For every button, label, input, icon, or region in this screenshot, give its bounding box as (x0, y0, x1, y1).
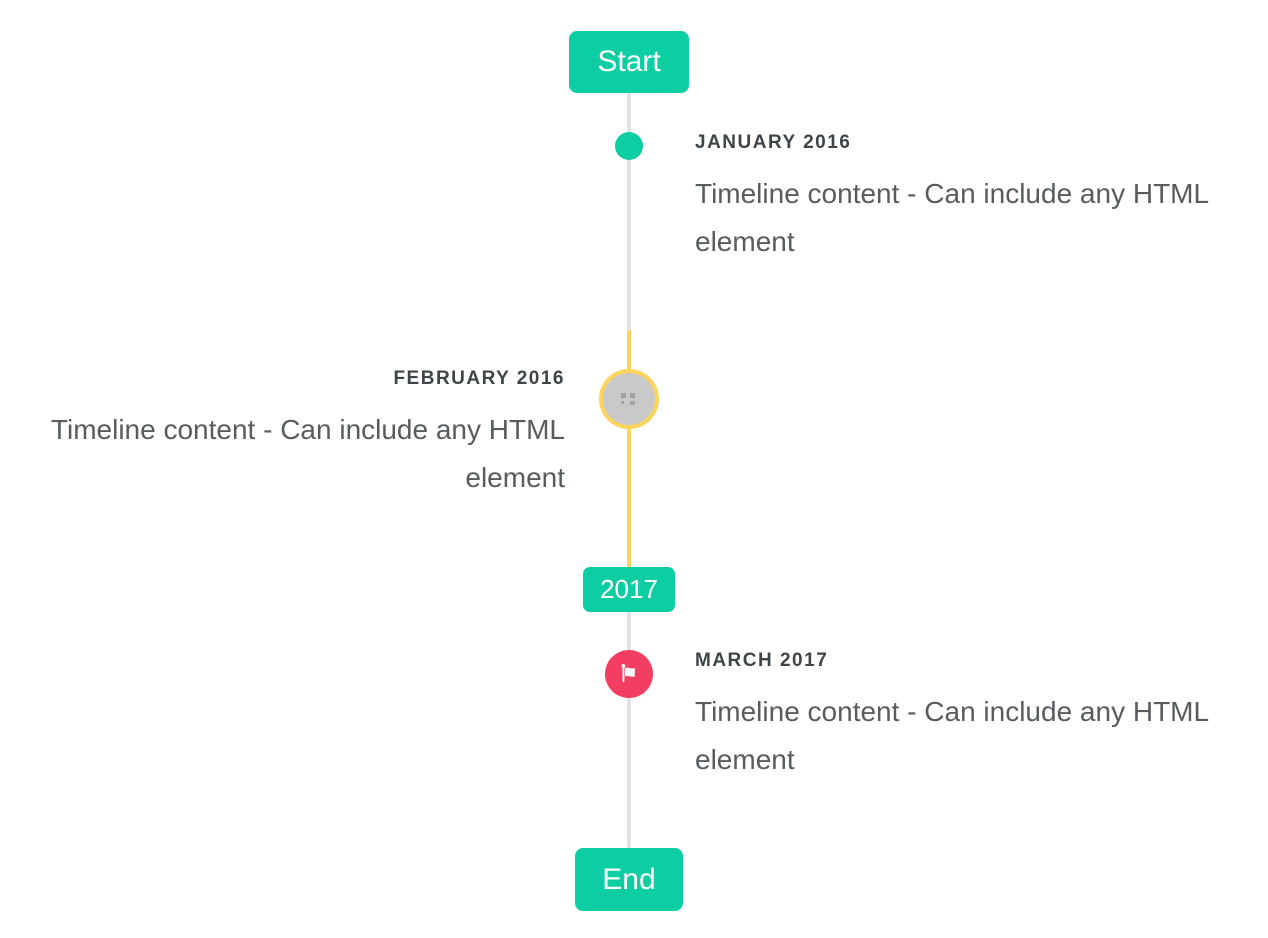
entry-content: Timeline content - Can include any HTML … (50, 414, 565, 493)
start-button[interactable]: Start (569, 31, 689, 93)
timeline-entry-february-2016: FEBRUARY 2016 Timeline content - Can inc… (35, 369, 565, 502)
timeline-dot-marker (615, 132, 643, 160)
timeline-entry-january-2016: JANUARY 2016 Timeline content - Can incl… (695, 133, 1225, 266)
flag-icon (621, 664, 635, 682)
flag-marker (605, 650, 653, 698)
year-badge: 2017 (583, 567, 675, 612)
entry-content: Timeline content - Can include any HTML … (695, 178, 1209, 257)
timeline-entry-march-2017: MARCH 2017 Timeline content - Can includ… (695, 651, 1225, 784)
entry-date: FEBRUARY 2016 (393, 368, 565, 389)
entry-date: MARCH 2017 (695, 650, 829, 671)
timeline-line-highlight (627, 330, 631, 567)
end-button[interactable]: End (575, 848, 683, 911)
entry-content: Timeline content - Can include any HTML … (695, 696, 1209, 775)
entry-date: JANUARY 2016 (695, 132, 852, 153)
broken-image-icon (621, 393, 635, 405)
image-marker (599, 369, 659, 429)
